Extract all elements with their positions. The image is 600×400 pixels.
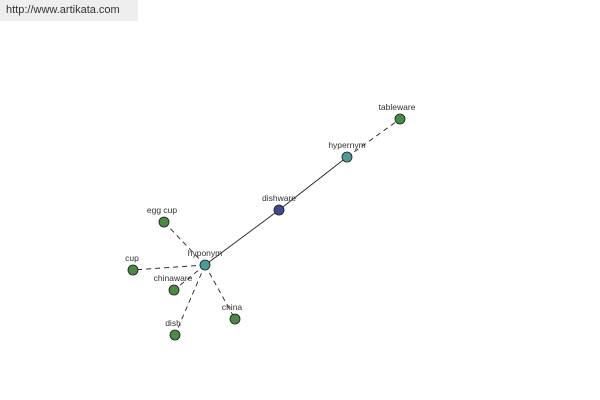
node-cup[interactable]: [127, 264, 139, 276]
node-china[interactable]: [229, 313, 241, 325]
node-dishware[interactable]: [273, 204, 285, 216]
edge-hyponym-china: [204, 264, 236, 320]
edge-dishware-hypernym: [278, 156, 348, 211]
node-dish[interactable]: [169, 329, 181, 341]
edge-hyponym-chinaware: [173, 264, 206, 291]
node-label-hyponym: hyponym: [188, 248, 223, 258]
node-label-china: china: [222, 302, 243, 312]
edge-dishware-hyponym: [204, 209, 280, 266]
edge-hyponym-dish: [174, 264, 206, 336]
node-label-dish: dish: [165, 318, 181, 328]
node-label-chinaware: chinaware: [154, 273, 193, 283]
graph-nodes: [127, 113, 406, 341]
graph-labels: dishware hypernym hyponym tableware egg cup c…: [125, 102, 416, 328]
edge-hyponym-cup: [132, 264, 206, 271]
graph-edges: [132, 118, 401, 336]
node-label-hypernym: hypernym: [328, 140, 365, 150]
source-url-banner[interactable]: http://www.artikata.com: [0, 0, 138, 21]
node-hypernym[interactable]: [341, 151, 353, 163]
node-label-egg-cup: egg cup: [147, 205, 178, 215]
node-label-tableware: tableware: [379, 102, 416, 112]
node-label-cup: cup: [125, 253, 139, 263]
node-hyponym[interactable]: [199, 259, 211, 271]
node-chinaware[interactable]: [168, 284, 180, 296]
node-label-dishware: dishware: [262, 193, 296, 203]
edge-hyponym-egg-cup: [163, 221, 206, 266]
node-egg-cup[interactable]: [158, 216, 170, 228]
edge-hypernym-tableware: [346, 118, 401, 158]
node-tableware[interactable]: [394, 113, 406, 125]
